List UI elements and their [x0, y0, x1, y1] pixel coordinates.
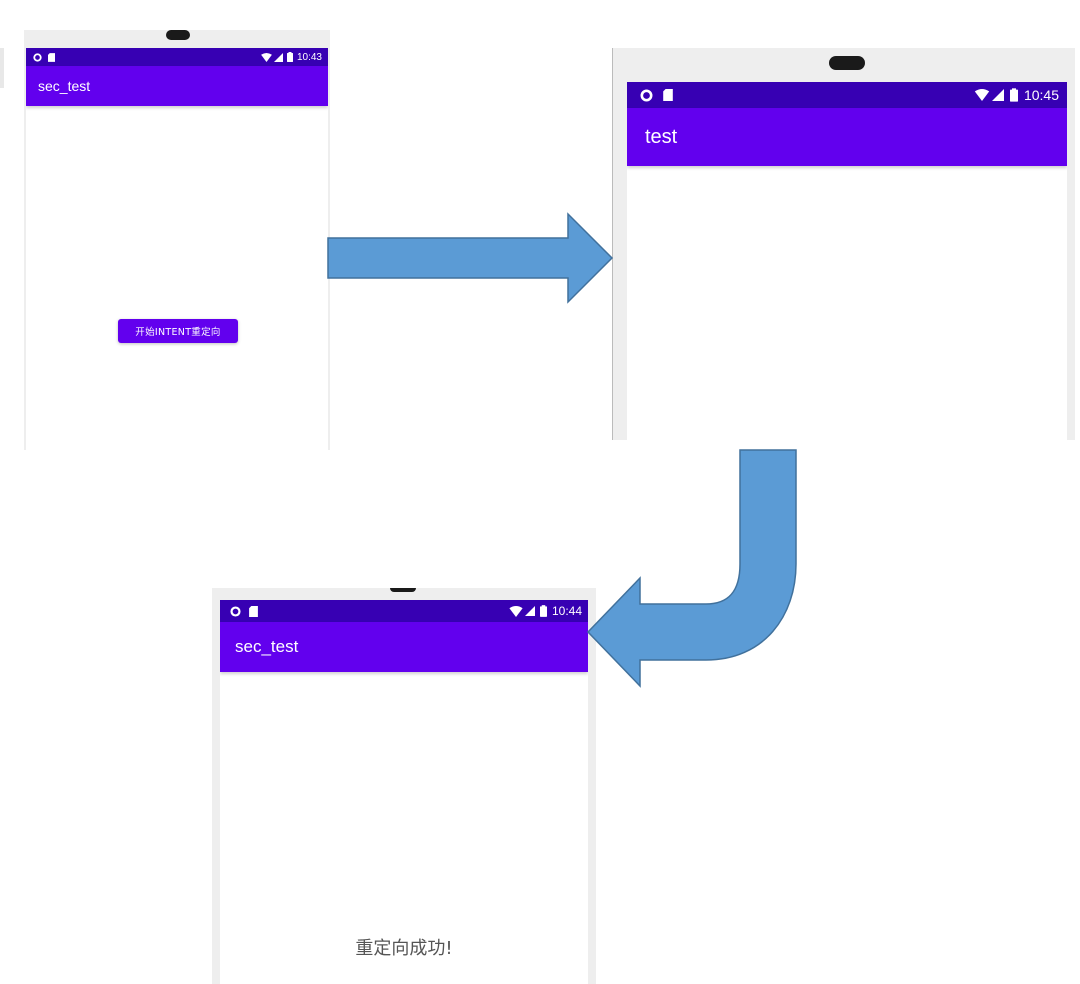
app-title: sec_test — [235, 637, 299, 656]
screen-2-display: 10:45 test — [627, 82, 1067, 440]
phone-screen-2: 10:45 test — [612, 48, 1075, 440]
status-bar: 10:45 — [627, 82, 1067, 108]
screen-1-display: 10:43 sec_test 开始INTENT重定向 — [26, 48, 328, 450]
status-bar: 10:43 — [26, 48, 328, 66]
status-bar: 10:44 — [220, 600, 588, 622]
camera-notch — [829, 56, 865, 70]
app-bar: sec_test — [220, 622, 588, 672]
signal-icon — [991, 89, 1004, 101]
app-title: test — [645, 125, 678, 148]
app-title: sec_test — [38, 78, 91, 94]
camera-notch — [166, 30, 190, 40]
circle-icon — [640, 89, 653, 102]
signal-icon — [273, 52, 283, 62]
start-intent-redirect-button[interactable]: 开始INTENT重定向 — [118, 319, 238, 343]
app-bar: test — [627, 108, 1067, 166]
left-edge-strip — [0, 48, 4, 88]
circle-icon — [230, 605, 241, 617]
status-time: 10:45 — [1023, 87, 1059, 103]
curved-return-arrow-icon — [586, 449, 797, 688]
camera-notch — [390, 588, 416, 592]
redirect-success-message: 重定向成功! — [355, 938, 453, 959]
battery-icon — [1009, 88, 1018, 102]
phone-screen-1: 10:43 sec_test 开始INTENT重定向 — [24, 30, 330, 450]
screen-3-display: 10:44 sec_test 重定向成功! — [220, 600, 588, 984]
signal-icon — [524, 606, 535, 616]
right-arrow-icon — [327, 212, 614, 304]
battery-icon — [286, 52, 293, 62]
circle-icon — [33, 52, 42, 62]
status-time: 10:44 — [551, 604, 582, 618]
wifi-icon — [509, 605, 523, 617]
status-time: 10:43 — [296, 51, 322, 63]
wifi-icon — [974, 89, 990, 101]
sd-card-icon — [249, 605, 258, 617]
sd-card-icon — [48, 52, 55, 62]
wifi-icon — [261, 52, 272, 62]
sd-card-icon — [663, 89, 673, 101]
battery-icon — [539, 605, 547, 617]
phone-screen-3: 10:44 sec_test 重定向成功! — [212, 588, 596, 984]
app-bar: sec_test — [26, 66, 328, 106]
